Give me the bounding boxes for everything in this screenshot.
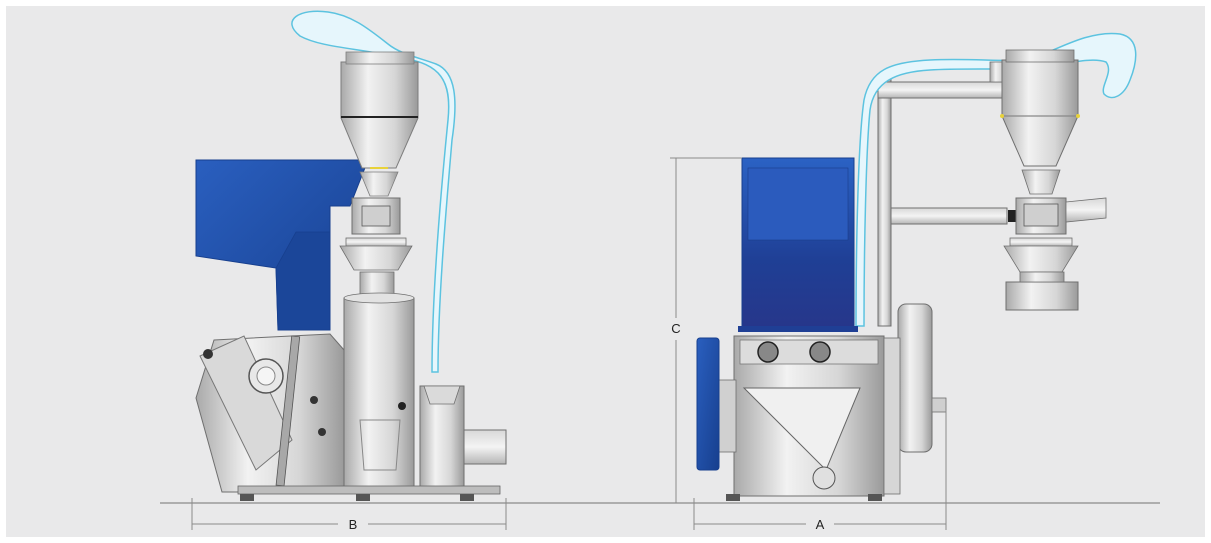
side-motor <box>463 429 507 465</box>
dimension-b-label: B <box>349 517 358 532</box>
side-hose <box>291 10 456 373</box>
front-handwheel-left <box>757 341 779 363</box>
front-flywheel <box>897 303 933 453</box>
side-cylinder <box>343 297 415 491</box>
dimension-c: C <box>670 157 742 503</box>
front-motor <box>696 337 720 471</box>
dimension-c-label: C <box>671 321 680 336</box>
front-handwheel-right <box>809 341 831 363</box>
side-base <box>237 485 501 495</box>
dimension-a-label: A <box>816 517 825 532</box>
front-vertical-duct <box>877 75 892 327</box>
front-view-machine <box>696 32 1137 501</box>
dimension-b: B <box>191 498 507 532</box>
front-collector-base <box>1005 281 1079 311</box>
dimension-a: A <box>693 410 947 532</box>
front-hose <box>855 32 1137 327</box>
side-view-machine <box>195 10 507 501</box>
